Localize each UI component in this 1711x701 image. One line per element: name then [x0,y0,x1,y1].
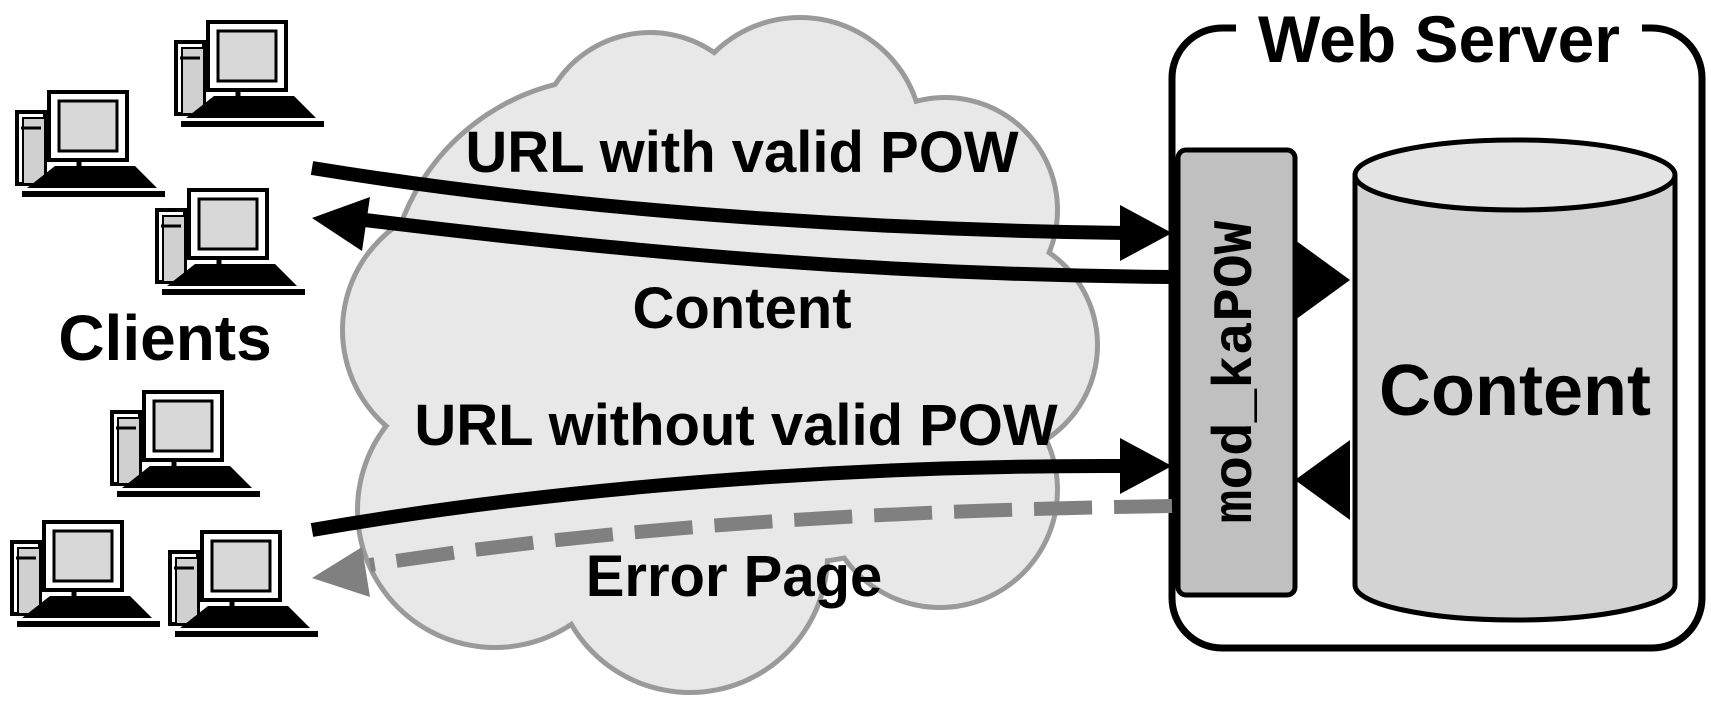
title-mask [1236,5,1642,65]
error-response-arrowhead [312,547,370,597]
module-label: mod_kaPOW [1204,220,1268,523]
clients-label: Clients [58,302,271,374]
valid-request-arrow [310,161,1126,240]
computer-icon [17,92,165,194]
error-response-arrow [368,499,1173,572]
content-store-label: Content [1379,351,1651,431]
invalid-request-arrowhead [1120,438,1172,494]
flows [310,161,1173,597]
computer-icon [157,190,305,292]
web-server-title: Web Server [1258,2,1620,76]
module-box: mod_kaPOW [1175,147,1298,598]
invalid-request-label: URL without valid POW [414,393,1058,458]
computer-icon [112,392,260,494]
invalid-request-arrow [310,458,1126,537]
valid-request-label: URL with valid POW [465,120,1018,185]
valid-request-arrowhead [1120,205,1172,261]
computer-icon [176,22,324,124]
error-response-label: Error Page [586,544,883,609]
content-response-arrow [364,213,1173,284]
content-response-label: Content [632,276,851,341]
module-to-content-arrow [1295,240,1350,320]
content-response-arrowhead [312,197,370,251]
content-store: Content [1352,137,1678,623]
clients-group: Clients [12,22,324,634]
computer-icon [12,522,160,624]
web-server: Web Server Content mod_kaPOW [1168,2,1706,652]
computer-icon [170,532,318,634]
content-to-module-arrow [1295,440,1350,520]
